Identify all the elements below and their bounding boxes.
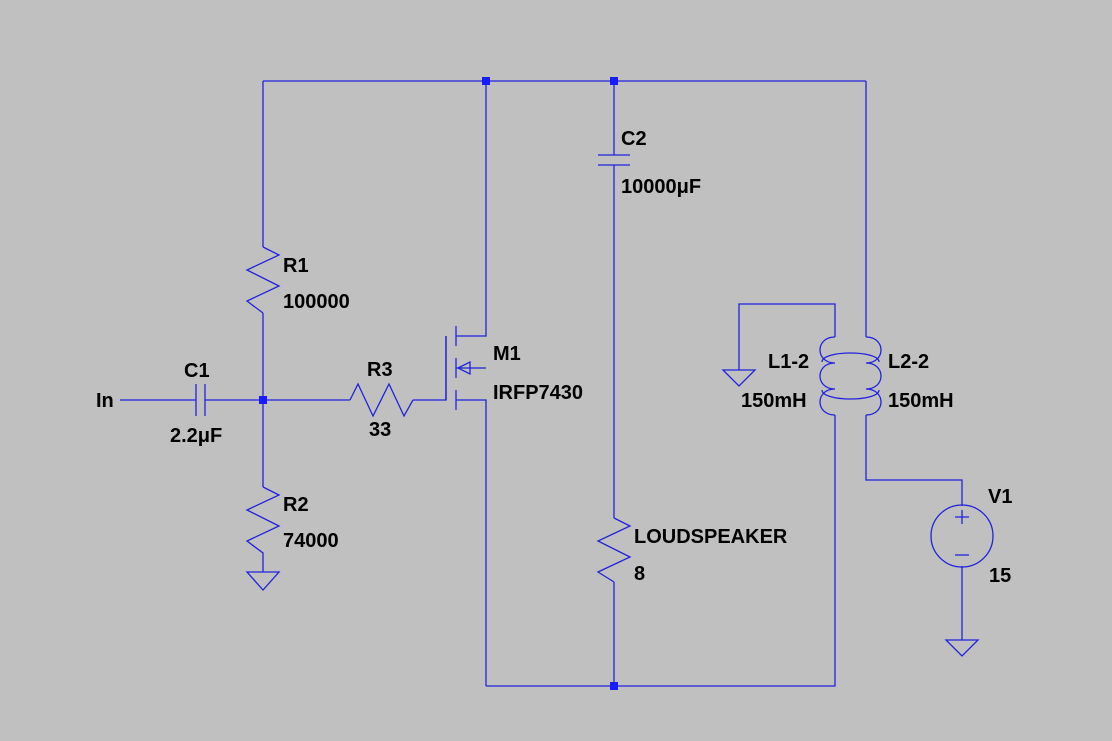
v1-value: 15 [989,565,1011,587]
resistor-loudspeaker[interactable] [596,517,632,583]
r2-ref: R2 [283,494,309,516]
r3-value: 33 [369,419,391,441]
ground-icon [721,369,757,387]
c2-ref: C2 [621,128,647,150]
capacitor-c1[interactable] [195,384,206,416]
voltage-source-v1[interactable] [930,504,994,568]
wire-source [456,399,487,686]
l2-ref: L2-2 [888,351,929,373]
c1-value: 2.2μF [170,425,222,447]
r2-value: 74000 [283,530,339,552]
net-label-in: In [96,390,114,412]
speaker-ref: LOUDSPEAKER [634,526,788,548]
wire-l2-v1 [865,415,963,506]
l1-ref: L1-2 [768,351,809,373]
r1-ref: R1 [283,255,309,277]
ground-icon [944,639,980,657]
c2-value: 10000μF [621,176,701,198]
junction-dot [610,77,618,85]
wire-r3-gate [413,336,447,401]
m1-ref: M1 [493,343,521,365]
l2-value: 150mH [888,390,954,412]
inductor-l1[interactable] [819,336,836,416]
resistor-r2[interactable] [245,486,281,572]
v1-ref: V1 [988,486,1012,508]
r1-value: 100000 [283,291,350,313]
inductor-l2[interactable] [865,336,882,416]
mosfet-m1[interactable] [445,326,486,410]
junctions [259,77,618,690]
capacitor-c2[interactable] [598,154,630,166]
junction-dot [610,682,618,690]
wire-drain [456,81,487,337]
r3-ref: R3 [367,359,393,381]
resistor-r3[interactable] [349,382,414,418]
m1-value: IRFP7430 [493,382,583,404]
resistor-r1[interactable] [245,246,281,314]
c1-ref: C1 [184,360,210,382]
l1-value: 150mH [741,390,807,412]
wire-bottom-rail [486,415,836,687]
wire-l1-ground [738,303,836,370]
coupling-loops [821,352,880,400]
ground-icon [245,571,281,591]
junction-dot [259,396,267,404]
speaker-value: 8 [634,563,645,585]
wires [120,80,963,687]
junction-dot [482,77,490,85]
